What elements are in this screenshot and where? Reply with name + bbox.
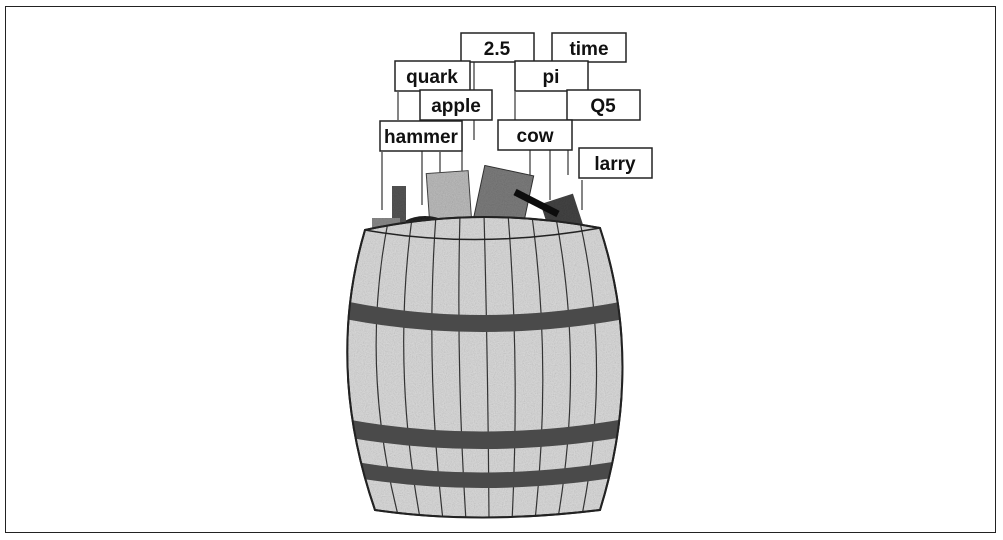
tag-label: pi	[543, 67, 560, 88]
tag-q5: Q5	[567, 90, 640, 120]
tag-time: time	[552, 33, 626, 62]
tag-label: larry	[594, 154, 636, 175]
tag-label: cow	[517, 126, 554, 147]
tag-label: apple	[431, 96, 481, 117]
tag-pi: pi	[515, 61, 588, 91]
tag-larry: larry	[579, 148, 652, 178]
tag-quark: quark	[395, 61, 470, 91]
tag-apple: apple	[420, 90, 492, 120]
tag-label: Q5	[590, 96, 616, 117]
tag-label: 2.5	[484, 39, 511, 60]
tag-label: hammer	[384, 127, 459, 148]
tag-label: time	[569, 39, 608, 60]
tag-cow: cow	[498, 120, 572, 150]
tag-label: quark	[406, 67, 458, 88]
tag-hammer: hammer	[380, 121, 462, 151]
barrel	[340, 214, 630, 521]
tag-2-5: 2.5	[461, 33, 534, 62]
